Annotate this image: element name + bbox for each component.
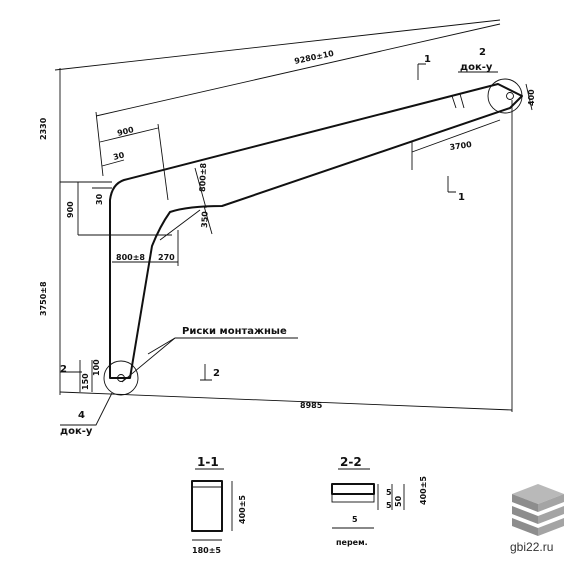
dim-3700: 3700 <box>449 140 473 152</box>
section-2-2-d50: 50 <box>394 495 403 507</box>
mount-marks-label: Риски монтажные <box>182 326 287 337</box>
frame-outline <box>109 83 523 379</box>
labels: Риски монтажные 2 док-у 4 док-у 1 1 2 2 <box>60 47 493 437</box>
section-2-2-d5b: 5 <box>386 501 392 510</box>
node-4-detail <box>103 360 139 396</box>
section-1-1-height: 400±5 <box>238 495 247 524</box>
dim-30-side: 30 <box>95 193 104 205</box>
dim-30-top: 30 <box>112 150 125 162</box>
node-2-number: 2 <box>479 47 486 58</box>
dimension-lines <box>54 19 533 426</box>
watermark-text: gbi22.ru <box>510 540 553 554</box>
dim-400-end: 400 <box>527 89 536 106</box>
watermark: gbi22.ru <box>510 484 564 554</box>
cut-1-bottom: 1 <box>458 192 465 203</box>
node-2-doc: док-у <box>460 62 493 73</box>
node-4-number: 4 <box>78 410 85 421</box>
dim-150: 150 <box>81 373 90 390</box>
section-1-1-title: 1-1 <box>197 455 219 469</box>
dim-800-lower: 800±8 <box>116 253 145 262</box>
node-2-detail <box>487 78 523 114</box>
dim-2330: 2330 <box>39 117 48 140</box>
cube-logo-icon <box>512 484 564 536</box>
node-4-doc: док-у <box>60 426 93 437</box>
dim-3750: 3750±8 <box>39 281 48 316</box>
section-2-2-height: 400±5 <box>419 476 428 505</box>
cut-2-label: 2 <box>213 368 220 379</box>
section-1-1: 1-1 400±5 180±5 <box>191 455 247 555</box>
section-2-2-d5a: 5 <box>386 488 392 497</box>
dim-900-left: 900 <box>66 201 75 218</box>
dimension-texts: 9280±10 900 30 2330 30 900 800±8 350 800… <box>39 49 536 410</box>
dim-350: 350 <box>200 211 210 228</box>
section-2-2-variable: перем. <box>336 538 368 547</box>
dim-900-top: 900 <box>116 125 135 138</box>
dim-100: 100 <box>92 359 101 376</box>
cut-1-top: 1 <box>424 54 431 65</box>
section-2-2: 2-2 5 5 50 400±5 5 перем. <box>331 455 428 547</box>
dim-8985: 8985 <box>300 401 323 410</box>
section-1-1-width: 180±5 <box>192 546 221 555</box>
dim-800-upper: 800±8 <box>198 162 208 192</box>
dim-270: 270 <box>158 253 175 262</box>
section-2-2-lower-5: 5 <box>352 515 358 524</box>
section-2-2-title: 2-2 <box>340 455 362 469</box>
left-small-2: 2 <box>60 364 67 375</box>
